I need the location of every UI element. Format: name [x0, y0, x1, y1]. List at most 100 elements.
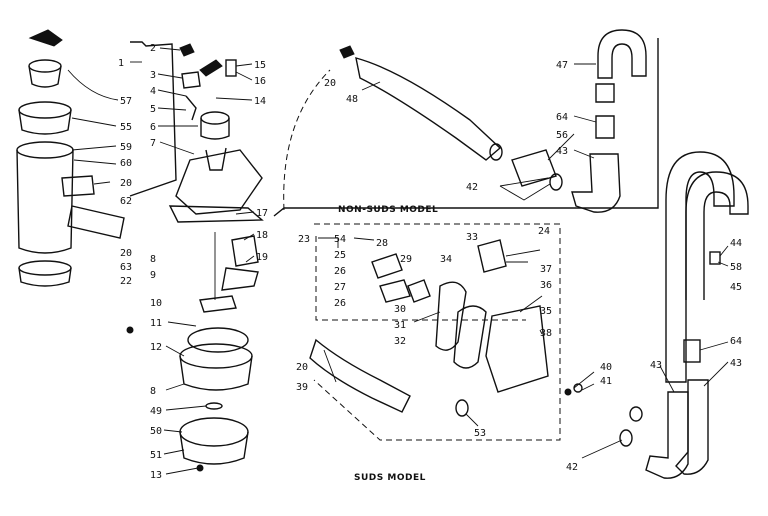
part-55-body	[18, 109, 72, 135]
part-57-cap	[28, 59, 62, 73]
part-12-seal	[179, 343, 253, 369]
right-suds-hoses	[645, 151, 749, 479]
callout-51: 51	[150, 450, 162, 461]
part-10-hub	[199, 295, 237, 313]
callout-49: 49	[150, 406, 162, 417]
callout-25: 25	[334, 250, 346, 261]
part-43-elbow	[571, 153, 621, 213]
callout-39: 39	[296, 382, 308, 393]
callout-58: 58	[730, 262, 742, 273]
callout-16: 16	[254, 76, 266, 87]
part-7-housing	[175, 149, 263, 215]
callout-42a: 42	[466, 182, 478, 193]
part-59-gasket	[16, 141, 74, 159]
part-45-hose-right	[685, 171, 749, 300]
housing-flange	[168, 205, 264, 223]
part-42-clamp-c	[619, 429, 633, 447]
part-60-cylinder	[16, 149, 74, 254]
callout-41: 41	[600, 376, 612, 387]
callout-34: 34	[440, 254, 452, 265]
callout-7: 7	[150, 138, 156, 149]
part-29-valve	[379, 279, 411, 303]
left-cylinder-assembly	[16, 29, 125, 287]
callout-3: 3	[150, 70, 156, 81]
part-18-bracket	[231, 235, 259, 267]
callout-26a: 26	[334, 266, 346, 277]
callout-14: 14	[254, 96, 266, 107]
callout-43a: 43	[556, 146, 568, 157]
callout-36: 36	[540, 280, 552, 291]
part-53-clamp	[455, 399, 469, 417]
non-suds-leader-curve	[283, 69, 331, 211]
part-38-valve-body	[485, 305, 549, 393]
part-57-body	[28, 65, 62, 88]
callout-15: 15	[254, 60, 266, 71]
bracket-outline	[129, 41, 177, 197]
callout-43c: 43	[730, 358, 742, 369]
callout-48: 48	[346, 94, 358, 105]
callout-9: 9	[150, 270, 156, 281]
part-36-37-pins	[505, 249, 541, 263]
callout-32: 32	[394, 336, 406, 347]
suds-dashed-boundary	[313, 223, 561, 441]
callout-33: 33	[466, 232, 478, 243]
callout-17: 17	[256, 208, 268, 219]
callout-1: 1	[118, 58, 124, 69]
part-16-spring	[225, 59, 237, 77]
callout-43b: 43	[650, 360, 662, 371]
part-43-elbow-left	[645, 391, 689, 479]
part-42-clamp-a	[489, 143, 503, 161]
callout-28: 28	[376, 238, 388, 249]
part-50-base	[179, 417, 249, 447]
part-63-body	[18, 267, 72, 287]
callout-12: 12	[150, 342, 162, 353]
callout-27: 27	[334, 282, 346, 293]
callout-4: 4	[150, 86, 156, 97]
part-28-lever	[371, 253, 403, 279]
part-11-impeller	[187, 327, 249, 353]
callout-31: 31	[394, 320, 406, 331]
housing-port	[205, 147, 227, 171]
part-12-body	[179, 355, 253, 391]
part-6-cap	[200, 111, 230, 125]
callout-54: 54	[334, 234, 346, 245]
part-20-nozzle	[61, 175, 95, 197]
callout-38: 38	[540, 328, 552, 339]
part-49-washer	[205, 402, 223, 410]
leader-lines	[67, 47, 729, 475]
part-40-screw	[564, 388, 572, 396]
caption-suds-model: SUDS MODEL	[354, 473, 426, 483]
part-56-sleeve	[511, 149, 557, 187]
callout-47: 47	[556, 60, 568, 71]
callout-64a: 64	[556, 112, 568, 123]
callout-45: 45	[730, 282, 742, 293]
part-3-clip	[181, 71, 201, 89]
part-33-solenoid	[477, 239, 507, 273]
part-51-body	[179, 431, 249, 465]
callout-42b: 42	[566, 462, 578, 473]
callout-20d: 20	[296, 362, 308, 373]
callout-20b: 20	[120, 248, 132, 259]
suds-inner-dashed	[315, 236, 526, 321]
callout-62: 62	[120, 196, 132, 207]
callout-53: 53	[474, 428, 486, 439]
part-47-end	[595, 83, 615, 103]
callout-5: 5	[150, 104, 156, 115]
suds-section	[309, 223, 643, 447]
callout-30: 30	[394, 304, 406, 315]
part-64-coupling	[595, 115, 615, 139]
part-45-hose-left	[665, 151, 735, 383]
callout-44: 44	[730, 238, 742, 249]
callout-20c: 20	[324, 78, 336, 89]
center-pump-assembly	[126, 41, 264, 472]
callout-10: 10	[150, 298, 162, 309]
part-34-plate	[435, 281, 467, 351]
part-44-cap	[709, 251, 721, 265]
callout-35: 35	[540, 306, 552, 317]
callout-50: 50	[150, 426, 162, 437]
part-57-lever	[28, 29, 63, 47]
non-suds-section	[273, 29, 659, 217]
part-39-hose	[309, 338, 411, 413]
part-6-body	[200, 118, 230, 140]
caption-non-suds-model: NON-SUDS MODEL	[338, 205, 438, 215]
